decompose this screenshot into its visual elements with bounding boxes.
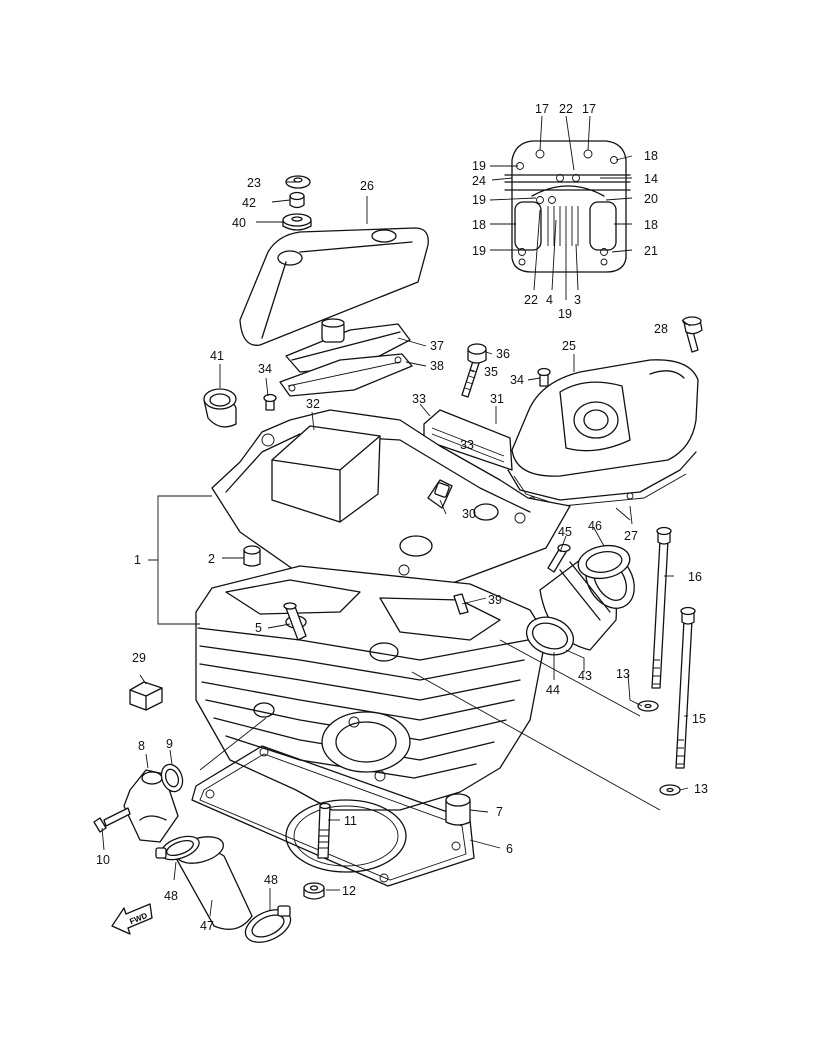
- cylinder-head-bolt-long: [675, 606, 696, 769]
- oil-seal-ring: [203, 388, 237, 428]
- callout-43: 43: [578, 669, 592, 683]
- callout-18c: 18: [644, 218, 658, 232]
- callout-42: 42: [242, 196, 256, 210]
- callout-7: 7: [496, 805, 503, 819]
- breather-cover: [285, 318, 411, 373]
- cylinder-head-upper: [211, 409, 571, 585]
- callout-12: 12: [342, 884, 356, 898]
- cylinder-head-side-cover: [239, 227, 429, 346]
- callout-21: 21: [644, 244, 658, 258]
- callout-19d: 19: [558, 307, 572, 321]
- dowel-pin: [445, 793, 471, 826]
- cylinder-head-gasket: [191, 745, 475, 887]
- callout-30: 30: [462, 507, 476, 521]
- callout-25: 25: [562, 339, 576, 353]
- callout-1: 1: [134, 553, 141, 567]
- oring-part: [160, 763, 184, 793]
- callout-41: 41: [210, 349, 224, 363]
- hose-clamp: [155, 835, 200, 861]
- cylinder-head-lower: [195, 565, 547, 811]
- screw-part: [547, 543, 571, 573]
- callout-31: 31: [490, 392, 504, 406]
- callout-36: 36: [496, 347, 510, 361]
- callout-38: 38: [430, 359, 444, 373]
- callout-45: 45: [558, 525, 572, 539]
- callout-33a: 33: [412, 392, 426, 406]
- callout-18a: 18: [644, 149, 658, 163]
- nut-part: [303, 882, 325, 900]
- callout-13a: 13: [616, 667, 630, 681]
- rubber-cap: [129, 681, 163, 711]
- callout-40: 40: [232, 216, 246, 230]
- callout-23: 23: [247, 176, 261, 190]
- callout-35: 35: [484, 365, 498, 379]
- callout-2: 2: [208, 552, 215, 566]
- stud-bolt: [461, 357, 481, 398]
- head-cover-plate-inset: [504, 140, 631, 273]
- callout-26: 26: [360, 179, 374, 193]
- washer-part: [637, 700, 659, 712]
- rubber-cushion-part: [282, 213, 312, 231]
- callout-13b: 13: [694, 782, 708, 796]
- callout-44: 44: [546, 683, 560, 697]
- callout-24: 24: [472, 174, 486, 188]
- forward-direction-arrow: FWD: [111, 903, 153, 935]
- callout-34b: 34: [510, 373, 524, 387]
- callout-33b: 33: [460, 438, 474, 452]
- bolt-part: [93, 807, 131, 833]
- callout-19b: 19: [472, 193, 486, 207]
- callout-20: 20: [644, 192, 658, 206]
- callout-19a: 19: [472, 159, 486, 173]
- cylinder-head-cover: [511, 359, 699, 477]
- callout-48b: 48: [264, 873, 278, 887]
- bolt-part: [263, 393, 277, 411]
- callout-34a: 34: [258, 362, 272, 376]
- callout-47: 47: [200, 919, 214, 933]
- callout-6: 6: [506, 842, 513, 856]
- callout-39: 39: [488, 593, 502, 607]
- breather-gasket: [279, 353, 413, 397]
- cap-nut: [467, 343, 487, 364]
- grommet-part: [289, 191, 305, 209]
- callout-14: 14: [644, 172, 658, 186]
- callout-18b: 18: [472, 218, 486, 232]
- callout-16: 16: [688, 570, 702, 584]
- callout-22a: 22: [559, 102, 573, 116]
- callout-28: 28: [654, 322, 668, 336]
- callout-29: 29: [132, 651, 146, 665]
- callout-48a: 48: [164, 889, 178, 903]
- callout-9: 9: [166, 737, 173, 751]
- callout-22b: 22: [524, 293, 538, 307]
- stud-bolt: [317, 802, 331, 859]
- washer-part: [659, 784, 681, 796]
- callout-32: 32: [306, 397, 320, 411]
- bolt-part: [537, 367, 551, 387]
- dowel-pin: [243, 545, 261, 567]
- intake-pipe-clamp: [577, 544, 631, 580]
- intake-pipe-oring: [525, 616, 575, 656]
- callout-labels: 1 2 3 4 5 6 7 8 9 10 11 12 13 13 14 15 1…: [96, 102, 708, 933]
- callout-8: 8: [138, 739, 145, 753]
- callout-17b: 17: [582, 102, 596, 116]
- callout-46: 46: [588, 519, 602, 533]
- callout-5: 5: [255, 621, 262, 635]
- callout-15: 15: [692, 712, 706, 726]
- cylinder-head-bolt-long: [651, 526, 672, 689]
- leader-lines: [101, 115, 691, 917]
- callout-17a: 17: [535, 102, 549, 116]
- callout-37: 37: [430, 339, 444, 353]
- callout-4: 4: [546, 293, 553, 307]
- bolt-part: [682, 316, 703, 353]
- head-bolt-stud: [453, 593, 469, 615]
- callout-27: 27: [624, 529, 638, 543]
- callout-19c: 19: [472, 244, 486, 258]
- callout-11: 11: [344, 814, 357, 828]
- valve-guide: [283, 602, 307, 641]
- hose-clamp: [244, 905, 292, 943]
- callout-10: 10: [96, 853, 110, 867]
- callout-3: 3: [574, 293, 581, 307]
